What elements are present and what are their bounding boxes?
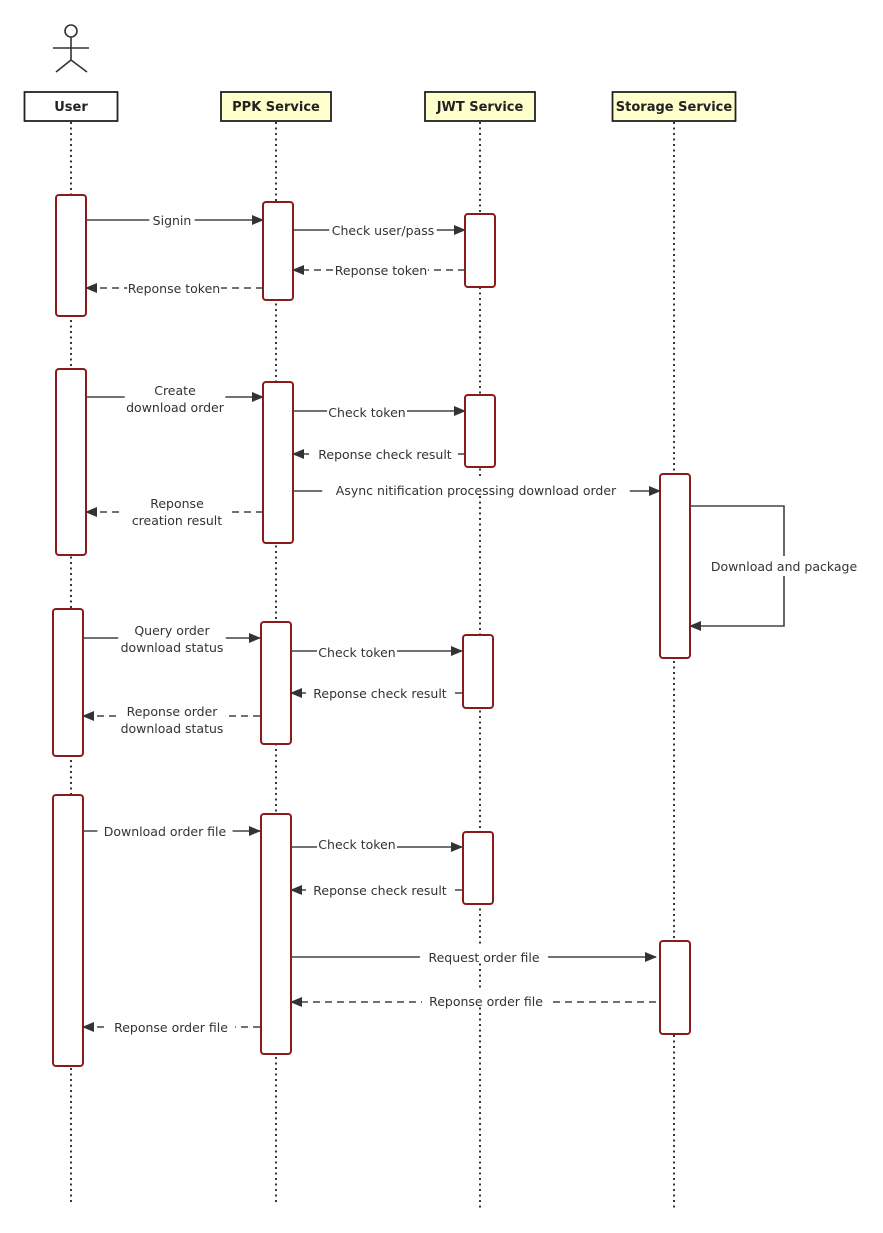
message-19[interactable]: Reponse order file	[290, 990, 656, 1009]
participant-label: Storage Service	[616, 100, 733, 115]
message-18[interactable]: Request order file	[291, 946, 657, 965]
message-label: Reponse check result	[313, 686, 447, 701]
label-background	[327, 401, 407, 418]
label-background	[97, 820, 233, 837]
message-9[interactable]: Reponse creation result	[85, 492, 263, 528]
label-background	[123, 492, 231, 526]
label-background	[118, 700, 226, 734]
message-label: Async nitification processing download o…	[336, 483, 617, 498]
activation-bar-user	[55, 368, 87, 556]
message-label: Reponse token	[128, 281, 220, 296]
participant-label: PPK Service	[232, 100, 320, 115]
message-label: creation result	[132, 513, 222, 528]
label-background	[419, 946, 549, 963]
activation-bar-jwt	[464, 394, 496, 468]
activation-bar-storage	[659, 940, 691, 1035]
message-label: Check user/pass	[332, 223, 435, 238]
label-background	[334, 259, 428, 276]
message-label: Check token	[318, 837, 395, 852]
message-label: download status	[121, 721, 224, 736]
participant-box	[424, 91, 536, 122]
message-16[interactable]: Check token	[291, 833, 463, 852]
label-background	[314, 443, 456, 460]
message-20[interactable]: Reponse order file	[82, 1016, 260, 1035]
message-label: Signin	[153, 213, 192, 228]
label-background	[309, 879, 451, 896]
message-12[interactable]: Check token	[291, 641, 463, 660]
message-17[interactable]: Reponse check result	[290, 879, 462, 898]
message-5[interactable]: Create download order	[86, 379, 264, 415]
participant-storage[interactable]: Storage Service	[611, 91, 737, 122]
participant-ppk[interactable]: PPK Service	[220, 91, 332, 122]
participant-label: JWT Service	[436, 100, 524, 115]
label-background	[708, 556, 858, 576]
stick-figure-icon	[53, 24, 89, 73]
message-3[interactable]: Reponse token	[292, 259, 465, 278]
participant-box	[220, 91, 332, 122]
message-label: download order	[126, 400, 225, 415]
participant-box	[611, 91, 737, 122]
message-label: download status	[121, 640, 224, 655]
message-1[interactable]: Signin	[86, 209, 264, 228]
activation-bar-jwt	[464, 213, 496, 288]
message-11[interactable]: Query order download status	[83, 619, 261, 655]
activation-bar-jwt	[462, 634, 494, 709]
participant-box	[23, 91, 119, 122]
participant-jwt[interactable]: JWT Service	[424, 91, 536, 122]
label-background	[322, 479, 630, 496]
activation-bar-user	[55, 194, 87, 317]
message-2[interactable]: Check user/pass	[293, 219, 466, 238]
label-background	[149, 209, 195, 226]
message-label: Create	[154, 383, 196, 398]
activation-bar-ppk	[260, 813, 292, 1055]
message-label: Reponse order file	[114, 1020, 228, 1035]
label-background	[317, 833, 397, 850]
message-label: Download and package	[711, 559, 858, 574]
activation-bar-jwt	[462, 831, 494, 905]
label-background	[309, 682, 451, 699]
label-background	[124, 379, 226, 413]
activation-bar-storage	[659, 473, 691, 659]
message-7[interactable]: Reponse check result	[292, 443, 465, 462]
message-label: Reponse order file	[429, 994, 543, 1009]
participant-label: User	[54, 100, 88, 115]
label-background	[118, 619, 226, 653]
message-8[interactable]: Async nitification processing download o…	[293, 479, 661, 498]
activation-bar-user	[52, 608, 84, 757]
message-label: Check token	[318, 645, 395, 660]
label-background	[106, 1016, 236, 1033]
label-background	[127, 277, 221, 294]
message-label: Download order file	[104, 824, 227, 839]
label-background	[329, 219, 437, 236]
message-label: Reponse check result	[318, 447, 452, 462]
label-background	[317, 641, 397, 658]
message-14[interactable]: Reponse order download status	[82, 700, 260, 736]
message-6[interactable]: Check token	[293, 401, 466, 420]
message-label: Request order file	[428, 950, 539, 965]
participant-user[interactable]: User	[23, 91, 119, 122]
activation-bar-ppk	[262, 381, 294, 544]
activation-bar-ppk	[260, 621, 292, 745]
message-label: Query order	[134, 623, 210, 638]
message-10[interactable]: Download and package	[689, 505, 858, 631]
message-15[interactable]: Download order file	[83, 820, 261, 839]
message-label: Reponse check result	[313, 883, 447, 898]
activation-bar-ppk	[262, 201, 294, 301]
message-13[interactable]: Reponse check result	[290, 682, 462, 701]
activation-bar-user	[52, 794, 84, 1067]
message-4[interactable]: Reponse token	[85, 277, 263, 296]
message-label: Reponse order	[127, 704, 219, 719]
message-label: Reponse token	[335, 263, 427, 278]
message-label: Check token	[328, 405, 405, 420]
message-label: Reponse	[150, 496, 204, 511]
label-background	[421, 990, 551, 1007]
